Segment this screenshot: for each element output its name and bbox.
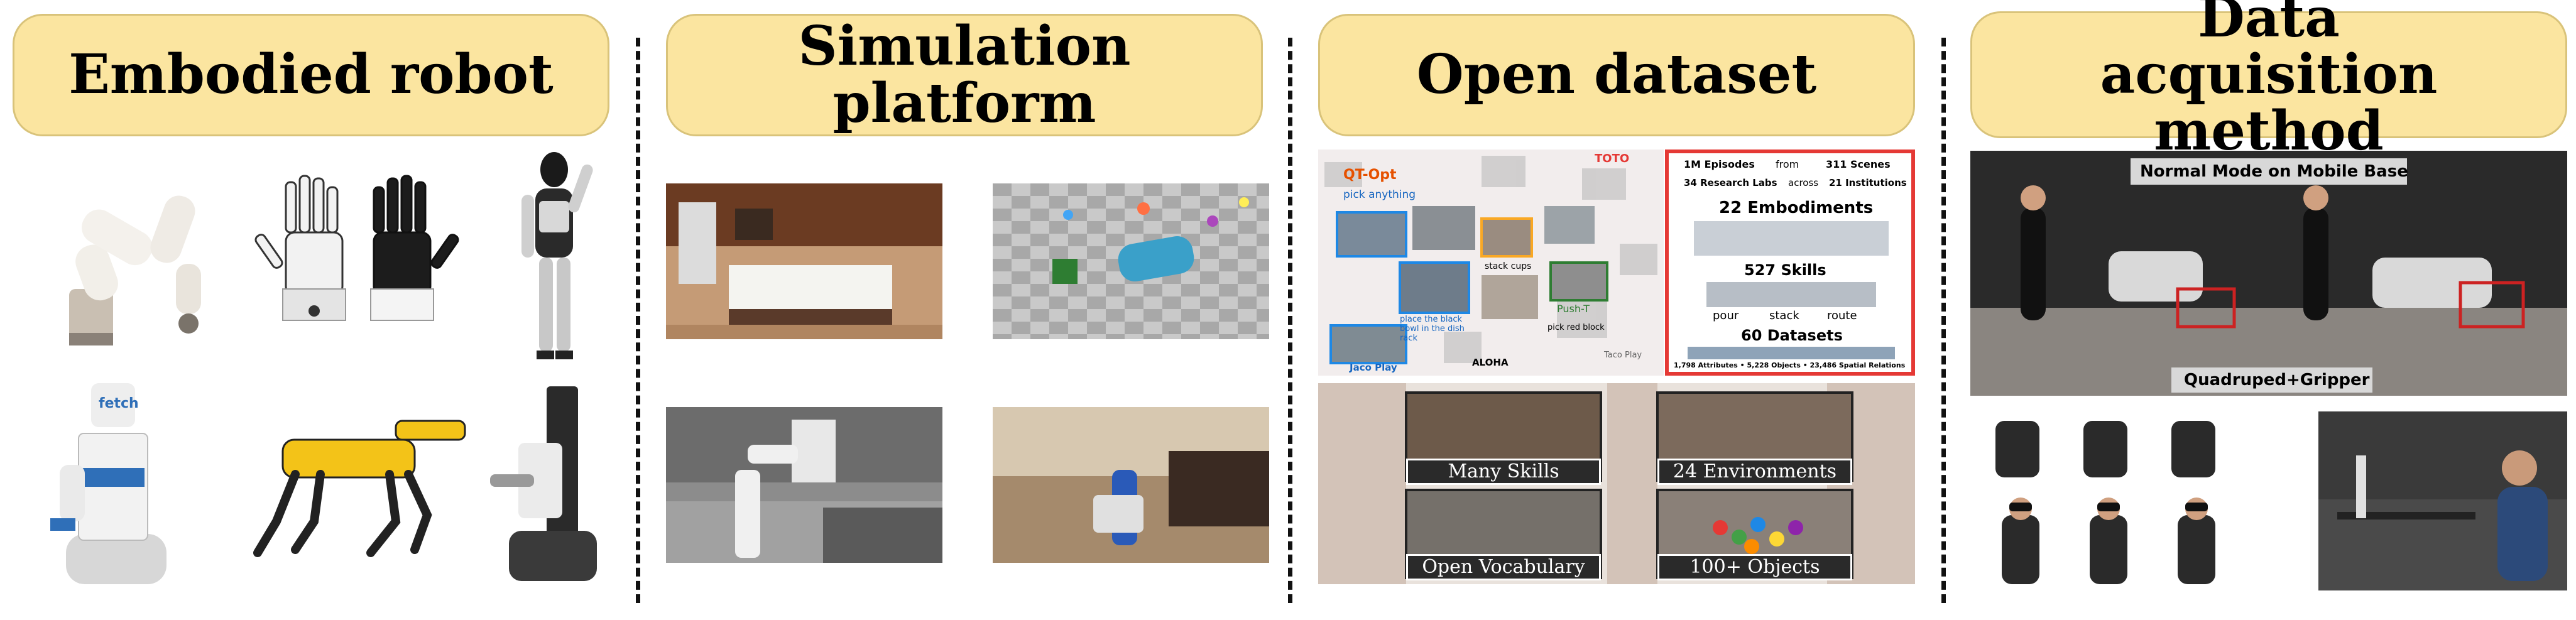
section-divider <box>1941 38 1946 603</box>
stat-episodes: 1M Episodes <box>1684 158 1755 170</box>
fetch-robot-image: fetch <box>47 377 179 590</box>
label-many-skills: Many Skills <box>1406 459 1601 485</box>
dataset-thumbnails <box>1688 347 1895 359</box>
vr-teleop-humanoids-image <box>1970 408 2247 590</box>
fetch-logo-text: fetch <box>99 396 139 411</box>
section-title: Embodied robot <box>68 43 554 107</box>
dataset-label-toto: TOTO <box>1595 152 1630 165</box>
section-divider <box>1288 38 1292 603</box>
dataset-collage-oxe: QT-Opt TOTO pick anything stack cups Pus… <box>1318 150 1664 376</box>
skill-pour: pour <box>1713 309 1739 322</box>
dataset-label-aloha: ALOHA <box>1472 357 1509 368</box>
dataset-label-jaco-play: Jaco Play <box>1350 362 1397 373</box>
dataset-label-pick-anything: pick anything <box>1343 188 1416 201</box>
robot-arm-image <box>44 176 220 352</box>
section-title: Open dataset <box>1416 43 1817 107</box>
dataset-label-taco-play: Taco Play <box>1604 351 1642 360</box>
quadruped-banner-text: Quadruped+Gripper <box>2184 371 2370 389</box>
quadruped-spot-image <box>239 396 478 565</box>
section-divider <box>636 38 640 603</box>
section-title: Simulation platform <box>798 14 1131 135</box>
sim-checkerboard-image <box>993 183 1269 339</box>
label-open-vocabulary: Open Vocabulary <box>1406 554 1601 580</box>
stat-from: from <box>1776 158 1799 170</box>
stat-skills: 527 Skills <box>1744 261 1826 279</box>
skill-thumbnails <box>1706 282 1876 307</box>
section-header-data-acquisition: Data acquisition method <box>1970 0 2567 160</box>
section-title: Data acquisition method <box>2100 0 2438 163</box>
sim-arm-scene-image <box>666 407 942 563</box>
dataset-label-push-t: Push-T <box>1557 303 1590 315</box>
sim-household-image <box>993 407 1269 563</box>
stat-across: across <box>1788 177 1819 188</box>
dataset-label-place-bowl: place the black bowl in the dish rack <box>1400 315 1465 343</box>
stat-embodiments: 22 Embodiments <box>1719 199 1874 217</box>
dataset-label-pick-red-block: pick red block <box>1547 323 1605 332</box>
quadruped-banner <box>2171 367 2372 393</box>
dataset-collage-droid: Many Skills 24 Environments Open Vocabul… <box>1318 383 1915 584</box>
mode-banner <box>2131 158 2407 185</box>
section-header-simulation-platform: Simulation platform <box>666 14 1263 136</box>
label-24-environments: 24 Environments <box>1657 459 1852 485</box>
mode-banner-text: Normal Mode on Mobile Base <box>2140 162 2408 181</box>
dataset-stats-panel: 1M Episodes from 311 Scenes 34 Research … <box>1665 150 1915 376</box>
mobile-manipulator-image <box>484 380 609 587</box>
dataset-label-stack-cups: stack cups <box>1485 261 1532 271</box>
dataset-label-qtopt: QT-Opt <box>1343 167 1397 183</box>
stat-datasets: 60 Datasets <box>1741 327 1843 344</box>
stat-labs: 34 Research Labs <box>1684 177 1777 188</box>
leader-follower-teleop-image <box>2318 411 2567 590</box>
stat-institutions: 21 Institutions <box>1829 177 1907 188</box>
embodiment-thumbnails <box>1694 221 1889 256</box>
robot-hands-image <box>251 170 478 327</box>
label-100-objects: 100+ Objects <box>1657 554 1852 580</box>
skill-route: route <box>1827 309 1857 322</box>
section-header-embodied-robot: Embodied robot <box>13 14 609 136</box>
skill-stack: stack <box>1769 309 1799 322</box>
humanoid-robot-image <box>515 151 603 364</box>
sim-kitchen-image <box>666 183 942 339</box>
section-header-open-dataset: Open dataset <box>1318 14 1915 136</box>
teleop-mobile-base-image: Normal Mode on Mobile Base Quadruped+Gri… <box>1970 151 2567 396</box>
stat-scenes: 311 Scenes <box>1826 158 1891 170</box>
stat-bottom-line: 1,798 Attributes • 5,228 Objects • 23,48… <box>1674 361 1906 369</box>
